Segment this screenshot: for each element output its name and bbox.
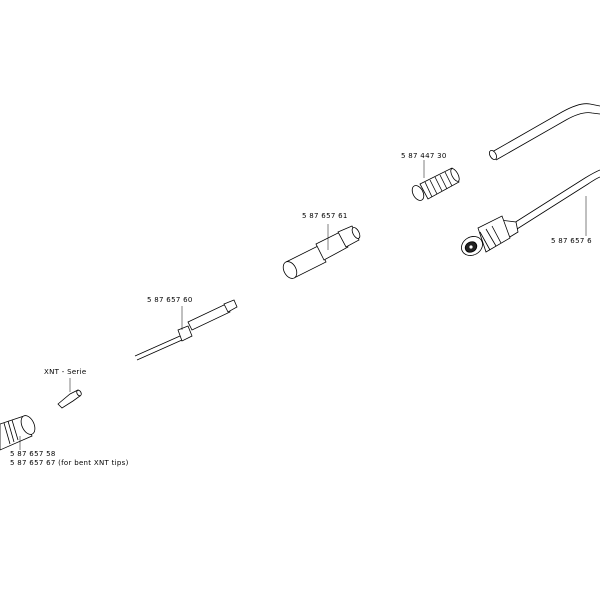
label-nut-1: 5 87 657 58 — [10, 450, 56, 458]
label-nut-2: 5 87 657 67 (for bent XNT tips) — [10, 459, 129, 467]
label-sleeve: 5 87 447 30 — [401, 152, 447, 160]
heater-part — [134, 299, 238, 361]
sleeve-part — [411, 167, 460, 201]
handle-part — [282, 225, 361, 279]
label-handle: 5 87 657 61 — [302, 212, 348, 220]
label-cable: 5 87 657 6 — [551, 237, 592, 245]
label-heater: 5 87 657 60 — [147, 296, 193, 304]
tip-part — [57, 389, 82, 409]
cable-part — [488, 103, 600, 230]
connector-plug — [461, 215, 519, 256]
label-tip-series: XNT - Serie — [44, 368, 86, 376]
nut-part — [0, 415, 36, 451]
